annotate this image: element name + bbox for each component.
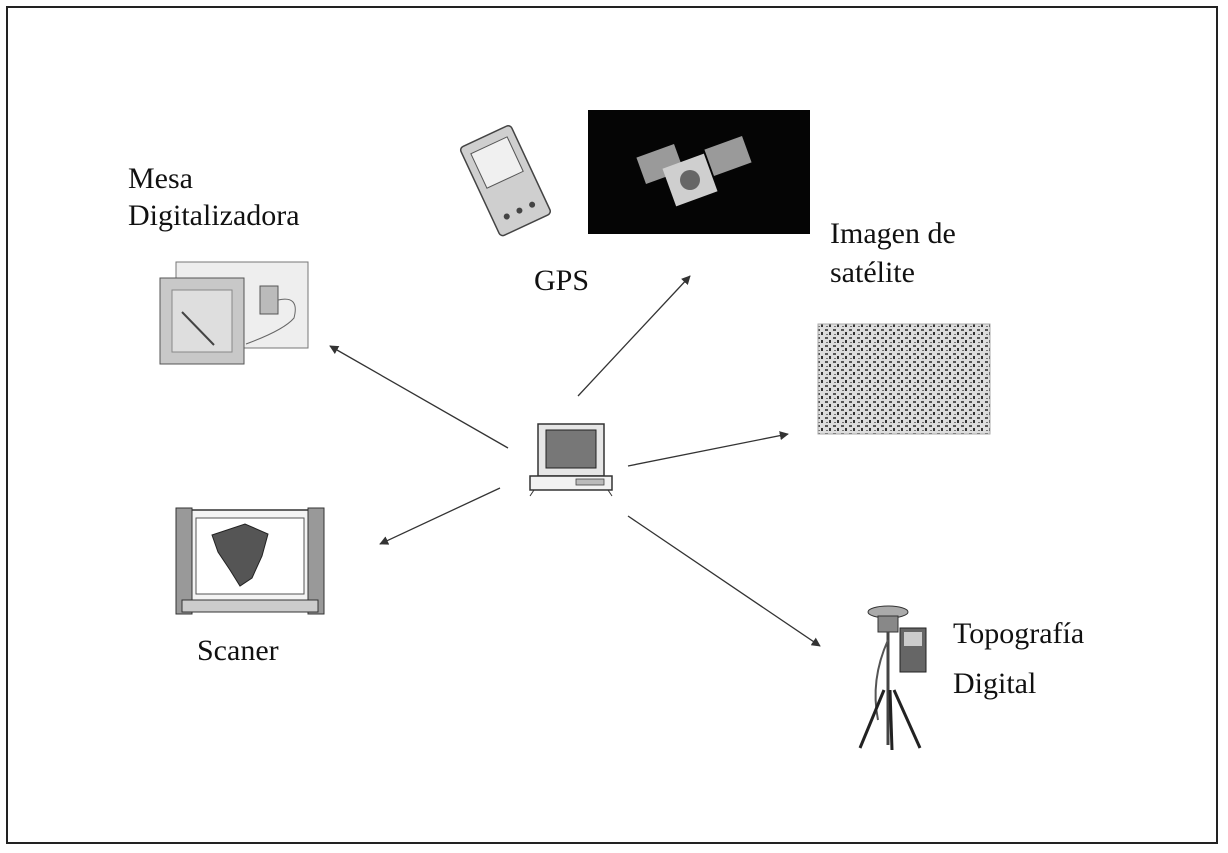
arrow-to-gps	[577, 275, 691, 397]
label-scaner: Scaner	[197, 634, 279, 667]
computer-icon	[529, 423, 613, 497]
gps-receiver-icon	[459, 124, 552, 237]
label-imagen-line1: Imagen de	[830, 217, 956, 250]
label-gps: GPS	[534, 264, 590, 297]
label-topografia-line1: Topografía	[953, 617, 1085, 650]
arrow-to-survey	[627, 515, 821, 647]
satellite-image-icon	[817, 323, 991, 435]
label-mesa-line1: Mesa	[128, 162, 193, 195]
scanner-icon	[175, 507, 325, 615]
label-mesa-line2: Digitalizadora	[128, 199, 300, 232]
arrow-to-satellite-image	[627, 431, 789, 467]
survey-station-icon	[858, 605, 927, 751]
satellite-icon	[588, 110, 810, 234]
arrow-to-scanner	[379, 487, 501, 545]
label-imagen-line2: satélite	[830, 256, 915, 289]
label-topografia-line2: Digital	[953, 667, 1037, 700]
digitizer-tablet-icon	[159, 261, 309, 365]
arrow-to-tablet	[329, 345, 509, 449]
